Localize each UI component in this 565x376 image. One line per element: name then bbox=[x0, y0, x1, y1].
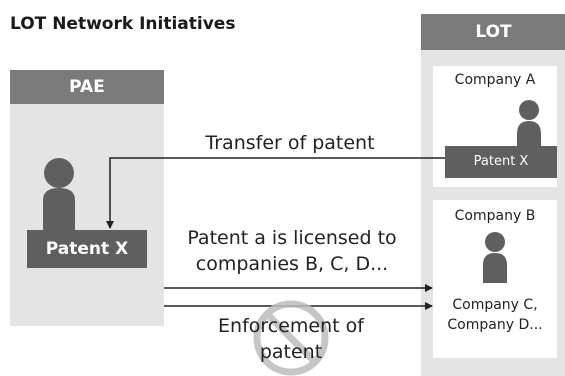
company-c-label: Company C, bbox=[452, 297, 538, 313]
license-label-line2: companies B, C, D... bbox=[195, 253, 389, 275]
company-a-person-icon bbox=[517, 100, 541, 148]
company-b-label: Company B bbox=[454, 208, 536, 224]
company-b-person-icon bbox=[483, 232, 507, 283]
pae-heading: PAE bbox=[10, 70, 164, 104]
page-title: LOT Network Initiatives bbox=[10, 14, 236, 34]
pae-patent-badge: Patent X bbox=[27, 230, 147, 268]
lot-heading: LOT bbox=[421, 14, 565, 50]
company-d-label: Company D... bbox=[447, 317, 543, 333]
pae-panel bbox=[10, 70, 164, 326]
enforcement-label-line2: patent bbox=[259, 341, 323, 363]
enforcement-label-line1: Enforcement of bbox=[218, 315, 364, 337]
transfer-arrow bbox=[106, 157, 445, 229]
transfer-label: Transfer of patent bbox=[205, 132, 375, 154]
company-a-patent-badge: Patent X bbox=[445, 146, 557, 178]
prohibition-icon bbox=[253, 300, 329, 376]
company-a-label: Company A bbox=[454, 72, 536, 88]
pae-person-icon bbox=[43, 158, 75, 232]
license-label-line1: Patent a is licensed to bbox=[187, 227, 397, 249]
